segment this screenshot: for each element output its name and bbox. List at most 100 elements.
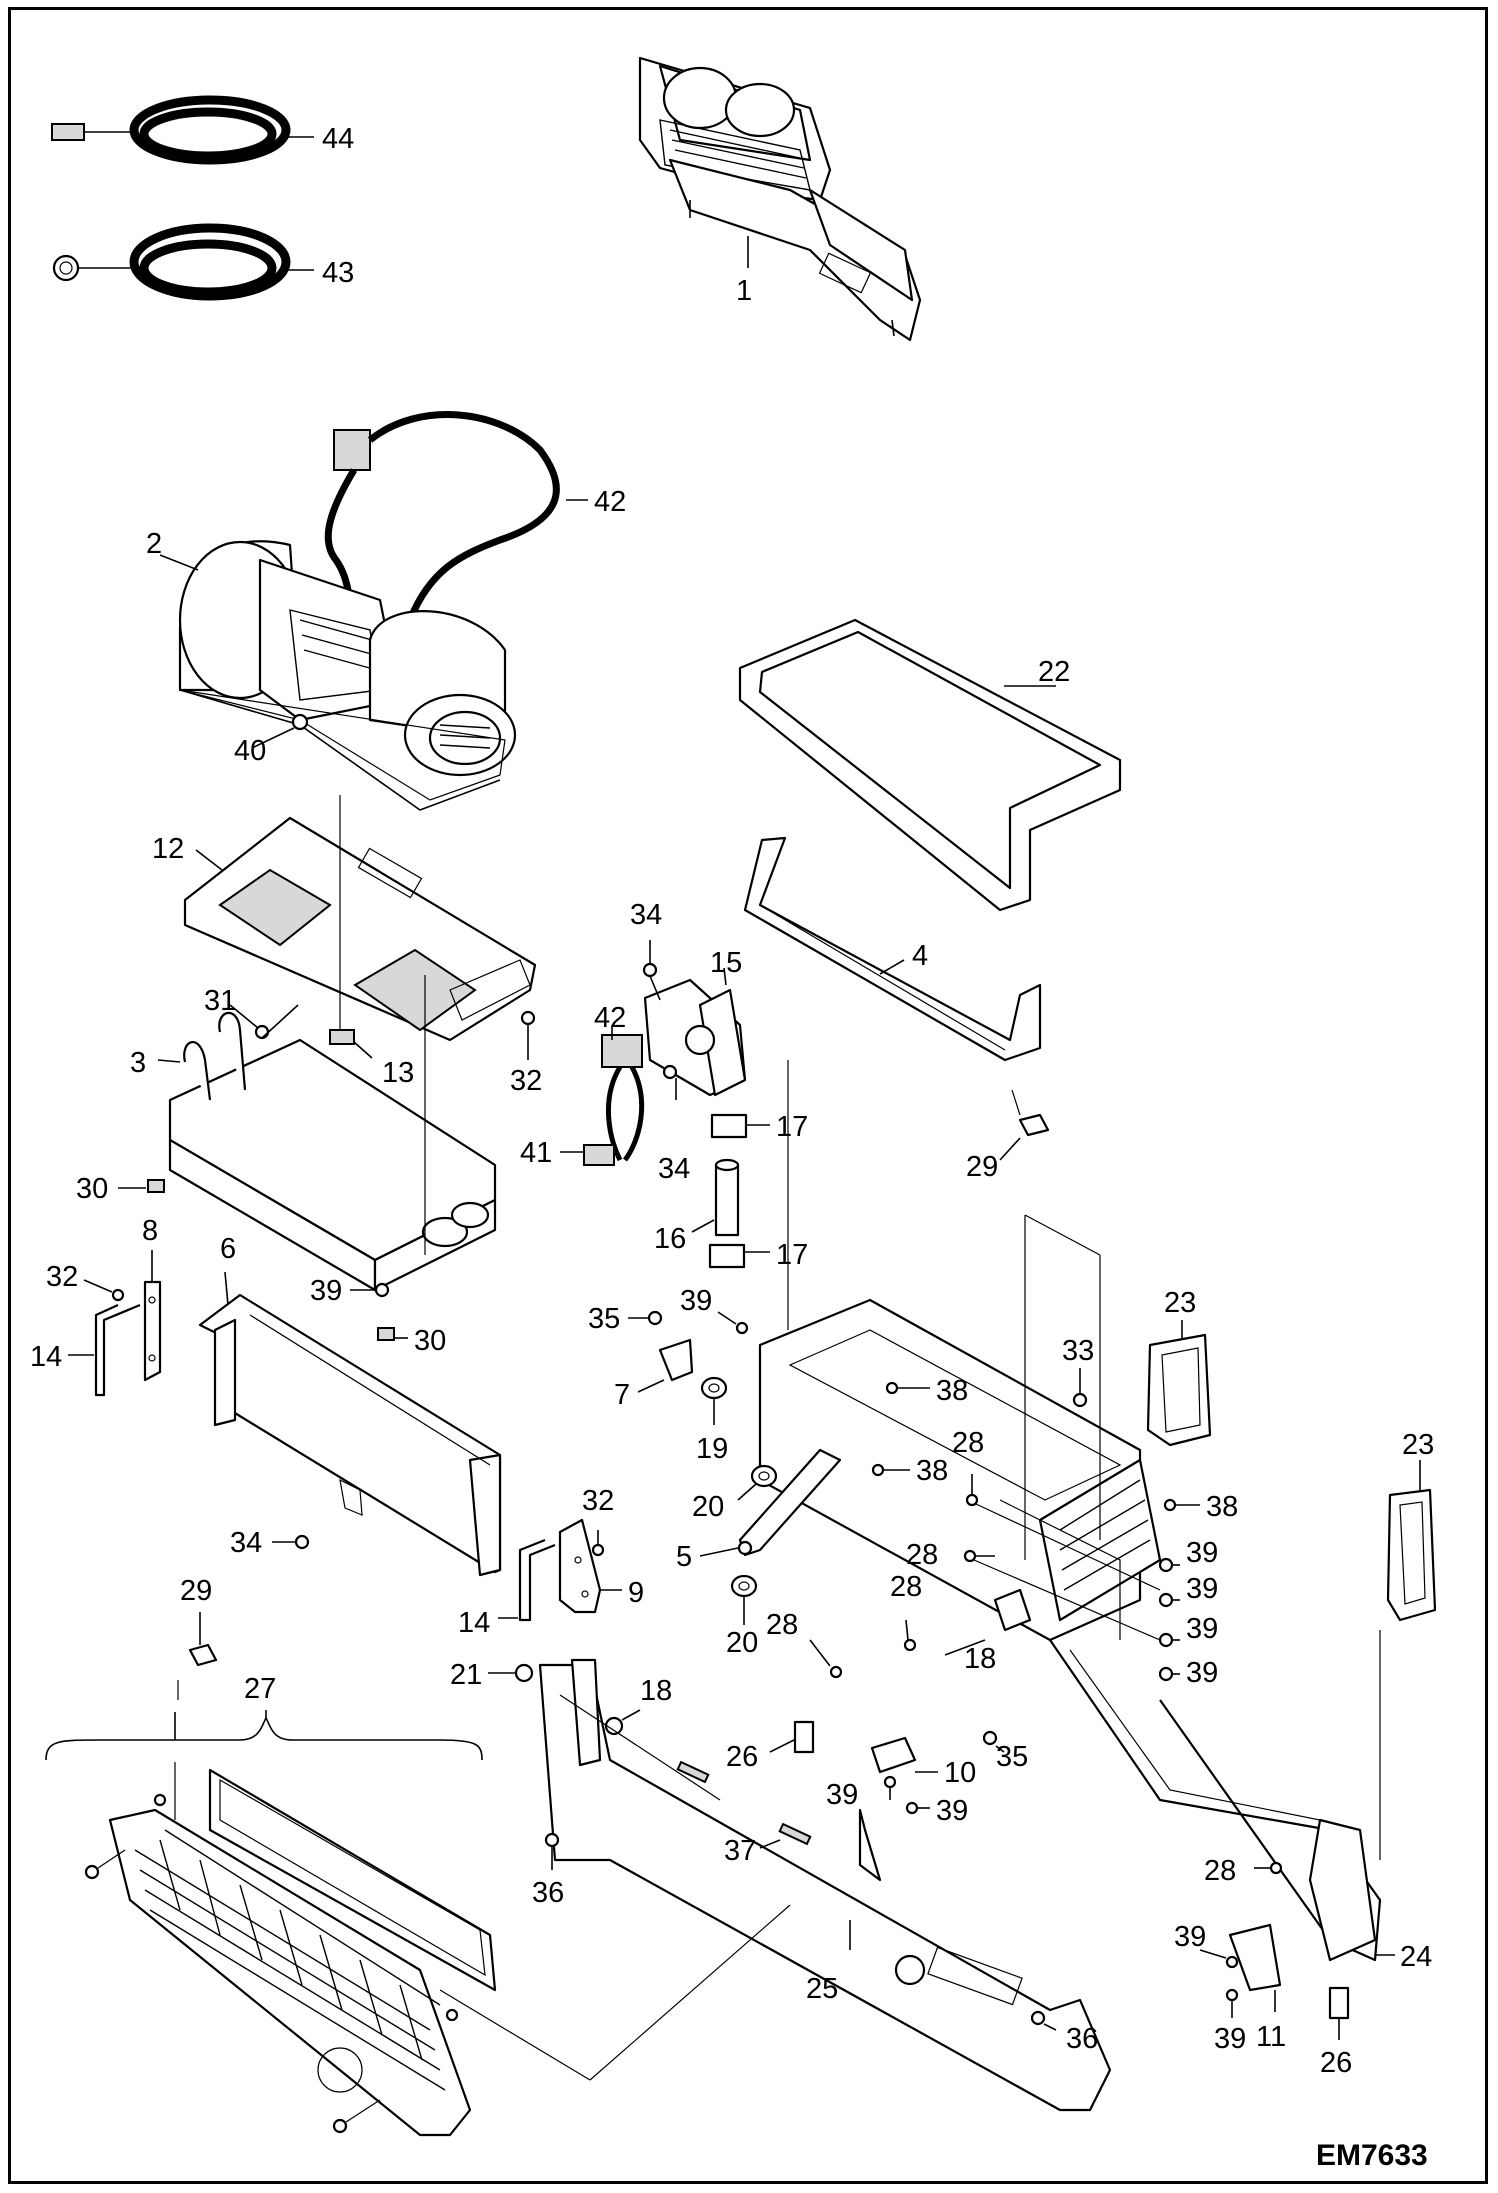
callout-34-a: 34 (630, 899, 662, 931)
part-19-washer (700, 1376, 728, 1425)
part-5-link-arm (699, 1448, 842, 1557)
part-27-grille-assembly (45, 1710, 791, 2137)
callout-16: 16 (654, 1223, 686, 1255)
diagram-frame (8, 7, 1488, 2184)
hardware-32-screw-a (520, 1010, 536, 1060)
hardware-36-screw-a (544, 1832, 560, 1870)
callout-34-b: 34 (658, 1153, 690, 1185)
diagram-code: EM7633 (1316, 2139, 1428, 2172)
hardware-31-screw (229, 1004, 299, 1040)
callout-29-a: 29 (966, 1151, 998, 1183)
hardware-30-clip-a (118, 1179, 165, 1193)
callout-40: 40 (234, 735, 266, 767)
callout-31: 31 (204, 985, 236, 1017)
hardware-33-nut (1072, 1368, 1088, 1408)
callout-20-b: 20 (726, 1627, 758, 1659)
callout-18-b: 18 (640, 1675, 672, 1707)
main-housing-assembly (758, 1214, 1382, 1962)
hardware-38-nut-b (871, 1463, 910, 1477)
callout-39-d: 39 (1186, 1573, 1218, 1605)
callout-11: 11 (1256, 2021, 1286, 2053)
hardware-36-screw-b (1030, 2010, 1057, 2031)
callout-30-a: 30 (76, 1173, 108, 1205)
callout-17-b: 17 (776, 1239, 808, 1271)
part-20-washer-b (730, 1574, 758, 1625)
hardware-35-screw-b (982, 1730, 1005, 1753)
callout-38-c: 38 (1206, 1491, 1238, 1523)
callout-24: 24 (1400, 1941, 1432, 1973)
callout-26-a: 26 (726, 1741, 758, 1773)
callout-21: 21 (450, 1659, 482, 1691)
hardware-30-clip-b (377, 1327, 408, 1341)
hardware-39-screw-b (717, 1311, 749, 1335)
callout-39-h: 39 (936, 1795, 968, 1827)
callout-29-b: 29 (180, 1575, 212, 1607)
part-18-clip-a (944, 1588, 1032, 1656)
callout-14-b: 14 (458, 1607, 490, 1639)
part-12-housing-cover (183, 816, 537, 1042)
part-17-clip-a (710, 1113, 770, 1139)
callout-12: 12 (152, 833, 184, 865)
callout-27: 27 (244, 1673, 276, 1705)
callout-43: 43 (322, 257, 354, 289)
callout-42-mid: 42 (594, 1002, 626, 1034)
hardware-39-screw-f (1158, 1666, 1180, 1682)
callout-20-a: 20 (692, 1491, 724, 1523)
callout-3: 3 (130, 1047, 146, 1079)
hardware-39-screw-j (1225, 1988, 1239, 2018)
part-3-heater-core (157, 795, 497, 1292)
callout-19: 19 (696, 1433, 728, 1465)
callout-23-b: 23 (1402, 1429, 1434, 1461)
callout-13: 13 (382, 1057, 414, 1089)
callout-39-a: 39 (310, 1275, 342, 1307)
hardware-39-screw-h (905, 1801, 930, 1815)
hardware-39-screw-i (1199, 1949, 1239, 1969)
hardware-39-screw-g (883, 1775, 897, 1800)
callout-17-a: 17 (776, 1111, 808, 1143)
callout-36-a: 36 (532, 1877, 564, 1909)
part-2-blower-motor (159, 540, 517, 811)
part-7-bracket (637, 1338, 694, 1393)
callout-44: 44 (322, 123, 354, 155)
part-25-lower-cover (538, 1658, 1112, 2112)
hardware-35-screw-a (628, 1310, 663, 1326)
hardware-34-screw-a (642, 940, 661, 1001)
callout-37: 37 (724, 1835, 756, 1867)
callout-28-b: 28 (906, 1539, 938, 1571)
callout-28-e: 28 (1204, 1855, 1236, 1887)
callout-38-a: 38 (936, 1375, 968, 1407)
hardware-38-nut-c (1163, 1498, 1200, 1512)
hardware-37-screw (676, 1760, 812, 1849)
hardware-28-screw-e (1254, 1861, 1283, 1875)
callout-28-d: 28 (766, 1609, 798, 1641)
hardware-28-screw-c (903, 1619, 917, 1652)
callout-42-top: 42 (594, 486, 626, 518)
part-43-hose-coil (52, 223, 314, 301)
part-21-plug (488, 1663, 534, 1683)
callout-5: 5 (676, 1541, 692, 1573)
part-14-strap-a (68, 1303, 141, 1397)
callout-14-a: 14 (30, 1341, 62, 1373)
callout-2: 2 (146, 528, 162, 560)
callout-labels: 44 43 1 42 2 40 22 12 4 34 15 31 42 3 13… (30, 123, 1434, 2079)
callout-23-a: 23 (1164, 1287, 1196, 1319)
callout-35-b: 35 (996, 1741, 1028, 1773)
callout-9: 9 (628, 1577, 644, 1609)
part-44-hose-coil (51, 95, 314, 165)
part-18-clip-b (604, 1709, 641, 1736)
callout-18-a: 18 (964, 1643, 996, 1675)
callout-32-c: 32 (582, 1485, 614, 1517)
callout-28-a: 28 (952, 1427, 984, 1459)
part-24-duct-end (1308, 1818, 1395, 1962)
part-11-bracket (1228, 1923, 1282, 2012)
part-8-bracket (143, 1250, 162, 1382)
callout-6: 6 (220, 1233, 236, 1265)
part-23-seal-a (1146, 1320, 1212, 1447)
callout-1: 1 (736, 275, 752, 307)
callout-7: 7 (614, 1379, 630, 1411)
hardware-screw-grille-a (84, 1793, 167, 1880)
callout-25: 25 (806, 1973, 838, 2005)
callout-36-b: 36 (1066, 2023, 1098, 2055)
callout-39-g: 39 (826, 1779, 858, 1811)
